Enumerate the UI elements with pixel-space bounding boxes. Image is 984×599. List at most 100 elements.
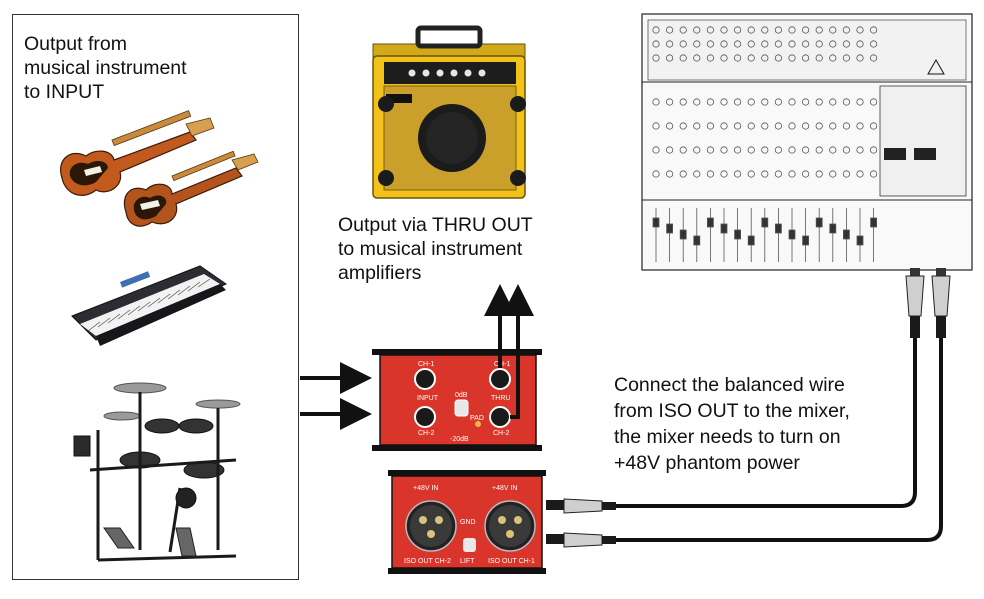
mixer-knob	[679, 26, 687, 34]
mixer-knob	[801, 122, 810, 130]
iso-caption: Connect the balanced wire from ISO OUT t…	[614, 372, 850, 476]
mixer-knob	[761, 146, 769, 154]
mixer-knob	[706, 122, 715, 130]
mixer-knob	[815, 54, 823, 62]
mixer-knob	[693, 40, 701, 48]
mixer-console-icon	[641, 13, 973, 271]
mixer-knob	[801, 26, 810, 34]
mixer-knob	[774, 98, 783, 106]
thru-ch1-jack[interactable]	[489, 368, 511, 390]
mixer-knob	[829, 122, 837, 130]
mixer-knob	[720, 40, 728, 48]
mixer-xlr-plug-right-icon	[931, 268, 951, 338]
mixer-knob	[652, 170, 660, 178]
mixer-knob	[679, 146, 687, 154]
mixer-knob	[869, 54, 878, 62]
mixer-knob	[869, 26, 878, 34]
mixer-knob	[774, 122, 783, 130]
mixer-knob	[842, 26, 851, 34]
mixer-fader-cap	[707, 217, 714, 228]
mixer-knob	[842, 170, 851, 178]
mixer-knob	[733, 170, 742, 178]
front-input-label: INPUT	[417, 395, 439, 402]
mixer-knob	[856, 146, 864, 154]
input-ch1-jack[interactable]	[414, 368, 436, 390]
iso-cable-ch1	[616, 338, 917, 508]
mixer-knob	[815, 40, 823, 48]
mixer-fader-cap	[802, 235, 809, 246]
mixer-knob	[706, 170, 715, 178]
mixer-knob	[856, 98, 864, 106]
iso-out-ch1-label: ISO OUT CH-1	[488, 558, 535, 565]
mixer-fader-cap	[761, 217, 769, 228]
iso-caption-line: from ISO OUT to the mixer,	[614, 400, 850, 422]
mixer-knob	[652, 122, 660, 130]
iso-cable-ch2	[616, 338, 943, 542]
iso-out-ch2-xlr[interactable]	[405, 500, 457, 552]
mixer-fader-cap	[747, 235, 755, 246]
mixer-knob	[869, 146, 878, 154]
gnd-label: GND	[460, 519, 476, 526]
mixer-knob	[733, 146, 742, 154]
mixer-knob	[679, 54, 687, 62]
mixer-knob	[679, 98, 687, 106]
mixer-knob	[706, 40, 715, 48]
front-ch1-left-label: CH-1	[418, 361, 434, 368]
mixer-knob	[842, 122, 851, 130]
mixer-knob	[652, 26, 660, 34]
mixer-knob	[720, 122, 728, 130]
thru-ch2-jack[interactable]	[489, 406, 511, 428]
pad-0db-label: 0dB	[455, 392, 468, 399]
front-thru-label: THRU	[491, 395, 510, 402]
keyboard-icon	[71, 265, 228, 346]
mixer-fader-cap	[856, 235, 864, 246]
mixer-knob	[693, 170, 701, 178]
mixer-knob	[706, 146, 715, 154]
mixer-fader-cap	[666, 223, 673, 234]
ground-lift-switch[interactable]	[463, 538, 476, 552]
mixer-knob	[761, 40, 769, 48]
mixer-knob	[815, 170, 823, 178]
pad-label: PAD	[470, 415, 484, 422]
iso-caption-line: +48V phantom power	[614, 452, 800, 474]
mixer-knob	[842, 54, 851, 62]
iso-out-ch1-xlr[interactable]	[484, 500, 536, 552]
mixer-knob	[679, 40, 687, 48]
mixer-knob	[720, 98, 728, 106]
mixer-knob	[679, 170, 687, 178]
mixer-xlr-plug-left-icon	[905, 268, 925, 338]
mixer-knob	[747, 122, 755, 130]
mixer-knob	[720, 54, 728, 62]
mixer-knob	[829, 40, 837, 48]
mixer-fader-cap	[843, 229, 850, 240]
mixer-knob	[761, 122, 769, 130]
mixer-knob	[747, 98, 755, 106]
mixer-knob	[720, 146, 728, 154]
box-xlr-plug-top-icon	[546, 498, 616, 514]
input-ch2-jack[interactable]	[414, 406, 436, 428]
pad-led	[475, 421, 481, 427]
mixer-knob	[665, 98, 674, 106]
mixer-knob	[706, 54, 715, 62]
mixer-knob	[788, 40, 796, 48]
lift-label: LIFT	[460, 558, 475, 565]
mixer-knob	[815, 98, 823, 106]
thru-caption: Output via THRU OUT to musical instrumen…	[338, 213, 533, 285]
input-caption: Output from musical instrument to INPUT	[24, 32, 187, 104]
mixer-knob	[801, 170, 810, 178]
mixer-knob	[706, 26, 715, 34]
mixer-knob	[801, 146, 810, 154]
front-ch1-right-label: CH-1	[494, 361, 510, 368]
front-ch2-left-label: CH-2	[418, 430, 434, 437]
front-panel: CH-1 INPUT CH-2 0dB PAD -20dB CH-1 THRU …	[372, 349, 542, 451]
mixer-knob	[693, 146, 701, 154]
mixer-knob	[788, 170, 796, 178]
mixer-knob	[856, 122, 864, 130]
mixer-knob	[747, 54, 755, 62]
mixer-knob	[856, 170, 864, 178]
mixer-fader-cap	[679, 229, 687, 240]
iso-out-ch2-label: ISO OUT CH-2	[404, 558, 451, 565]
iso-caption-line: Connect the balanced wire	[614, 374, 845, 396]
mixer-fader-cap	[829, 223, 837, 234]
pad-switch[interactable]	[454, 399, 469, 417]
